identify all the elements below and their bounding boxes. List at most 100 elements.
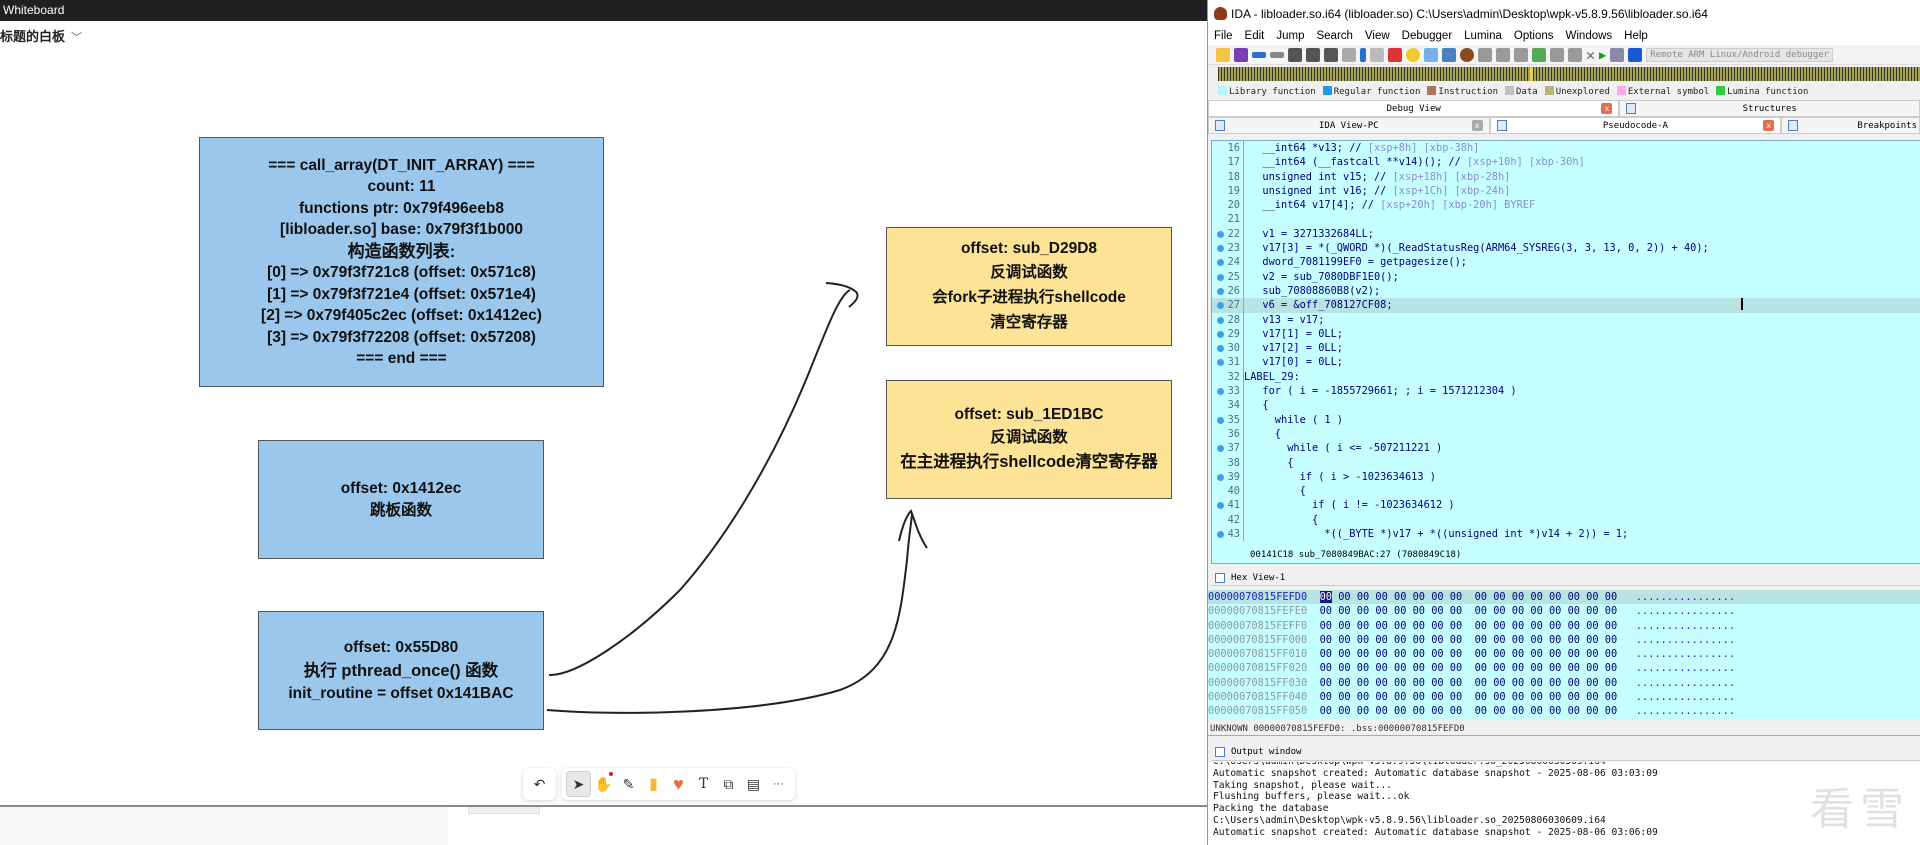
navigation-band[interactable] — [1208, 65, 1920, 83]
code-line[interactable]: 31 v17[0] = 0LL; — [1212, 355, 1920, 370]
init-array-box[interactable]: === call_array(DT_INIT_ARRAY) === count:… — [199, 137, 604, 387]
add-struct-icon[interactable] — [1478, 47, 1492, 62]
pthread-once-box[interactable]: offset: 0x55D80 执行 pthread_once() 函数 ini… — [258, 611, 544, 730]
code-line[interactable]: 36 { — [1212, 426, 1920, 442]
code-line[interactable]: 16 __int64 *v13; // [xsp+8h] [xbp-38h] — [1212, 141, 1920, 156]
breakpoint-dot-icon[interactable] — [1217, 245, 1224, 253]
code-line[interactable]: 29 v17[1] = 0LL; — [1212, 326, 1920, 342]
breakpoint-dot-icon[interactable] — [1217, 330, 1224, 338]
hex-row[interactable]: 00000070815FF010 00 00 00 00 00 00 00 00… — [1208, 647, 1920, 661]
run-icon[interactable]: ▶ — [1599, 47, 1607, 62]
breakpoint-dot-icon[interactable] — [1217, 502, 1224, 510]
board-name[interactable]: 标题的白板 — [0, 29, 66, 44]
menu-help[interactable]: Help — [1624, 30, 1648, 42]
search-binary-icon[interactable] — [1288, 47, 1302, 62]
hex-row[interactable]: 00000070815FEFE0 00 00 00 00 00 00 00 00… — [1208, 604, 1920, 618]
edit-icon[interactable] — [1568, 47, 1582, 62]
menu-options[interactable]: Options — [1513, 30, 1554, 42]
breakpoint-dot-icon[interactable] — [1217, 316, 1224, 324]
anti-debug-fork-box[interactable]: offset: sub_D29D8 反调试函数 会fork子进程执行shellc… — [886, 227, 1172, 346]
breakpoint-dot-icon[interactable] — [1217, 230, 1224, 238]
search-text-icon[interactable] — [1306, 47, 1320, 62]
code-line[interactable]: 23 v17[3] = *(_QWORD *)(_ReadStatusReg(A… — [1212, 241, 1920, 256]
menu-search[interactable]: Search — [1316, 30, 1353, 42]
forward-icon[interactable] — [1270, 51, 1284, 58]
nav-strip[interactable] — [1218, 67, 1920, 81]
breakpoint-dot-icon[interactable] — [1217, 359, 1224, 367]
connector-tool-icon[interactable]: ⧉ — [723, 775, 734, 792]
breakpoint-dot-icon[interactable] — [1217, 259, 1224, 267]
code-line[interactable]: 22 v1 = 3271332684LL; — [1212, 226, 1920, 242]
menu-lumina[interactable]: Lumina — [1464, 30, 1502, 42]
jump-down-icon[interactable] — [1360, 47, 1366, 62]
breakpoint-dot-icon[interactable] — [1217, 473, 1224, 481]
menu-view[interactable]: View — [1364, 30, 1390, 42]
code-line[interactable]: 20 __int64 v17[4]; // [xsp+20h] [xbp-20h… — [1212, 198, 1920, 213]
pen-tool-icon[interactable]: ✎ — [622, 775, 635, 792]
heart-shape-icon[interactable]: ♥ — [673, 773, 684, 794]
pseudocode-view[interactable]: 16 __int64 *v13; // [xsp+8h] [xbp-38h]17… — [1211, 140, 1920, 564]
add-script-icon[interactable] — [1532, 47, 1546, 62]
hex-row[interactable]: 00000070815FEFF0 00 00 00 00 00 00 00 00… — [1208, 619, 1920, 633]
close-icon[interactable]: x — [1763, 120, 1775, 131]
code-line[interactable]: 33 for ( i = -1855729661; ; i = 15712123… — [1212, 384, 1920, 399]
code-line[interactable]: 34 { — [1212, 398, 1920, 413]
code-line[interactable]: 17 __int64 (__fastcall **v14)(); // [xsp… — [1212, 155, 1920, 170]
breakpoint-dot-icon[interactable] — [1217, 531, 1224, 539]
hex-icon[interactable] — [1442, 47, 1456, 62]
hex-row[interactable]: 00000070815FF040 00 00 00 00 00 00 00 00… — [1208, 690, 1920, 704]
breakpoint-dot-icon[interactable] — [1217, 287, 1224, 295]
trampoline-box[interactable]: offset: 0x1412ec 跳板函数 — [258, 440, 544, 559]
hex-view[interactable]: 00000070815FEFD0 00 00 00 00 00 00 00 00… — [1208, 590, 1920, 720]
code-line[interactable]: 37 while ( i <= -507211221 ) — [1212, 441, 1920, 456]
sticky-note-icon[interactable]: ▮ — [649, 776, 658, 793]
output-window-title[interactable]: Output window — [1211, 744, 1920, 761]
code-line[interactable]: 28 v13 = v17; — [1212, 312, 1920, 327]
breakpoint-dot-icon[interactable] — [1217, 302, 1224, 310]
code-line[interactable]: 27 v6 = &off_708127CF08; — [1212, 298, 1920, 313]
save-icon[interactable] — [1234, 47, 1248, 62]
menu-edit[interactable]: Edit — [1244, 30, 1265, 42]
menu-file[interactable]: File — [1214, 30, 1233, 42]
close-icon[interactable]: x — [1601, 103, 1613, 114]
code-line[interactable]: 40 { — [1212, 484, 1920, 499]
delete-icon[interactable]: ✕ — [1586, 45, 1596, 64]
breakpoint-dot-icon[interactable] — [1217, 445, 1224, 453]
code-line[interactable]: 30 v17[2] = 0LL; — [1212, 341, 1920, 356]
code-line[interactable]: 24 dword_7081199EF0 = getpagesize(); — [1212, 255, 1920, 270]
lumina-icon[interactable] — [1406, 47, 1420, 62]
graph-icon[interactable] — [1370, 47, 1384, 62]
menu-windows[interactable]: Windows — [1565, 30, 1613, 42]
code-line[interactable]: 19 unsigned int v16; // [xsp+1Ch] [xbp-2… — [1212, 183, 1920, 199]
undo-icon[interactable]: ↶ — [533, 775, 546, 792]
text-tool-icon[interactable]: T — [698, 776, 709, 792]
search-imm-icon[interactable] — [1324, 47, 1338, 62]
tab-structures[interactable]: Structures — [1619, 100, 1920, 117]
breakpoint-dot-icon[interactable] — [1217, 345, 1224, 353]
code-line[interactable]: 18 unsigned int v15; // [xsp+18h] [xbp-2… — [1212, 169, 1920, 184]
hex-row[interactable]: 00000070815FF030 00 00 00 00 00 00 00 00… — [1208, 676, 1920, 690]
breakpoint-dot-icon[interactable] — [1217, 273, 1224, 281]
code-line[interactable]: 35 while ( 1 ) — [1212, 412, 1920, 427]
more-icon[interactable]: ··· — [773, 778, 784, 790]
hex-row[interactable]: 00000070815FF020 00 00 00 00 00 00 00 00… — [1208, 661, 1920, 675]
anti-debug-main-box[interactable]: offset: sub_1ED1BC 反调试函数 在主进程执行shellcode… — [886, 380, 1172, 499]
code-line[interactable]: 42 { — [1212, 512, 1920, 528]
tab-breakpoints[interactable]: Breakpoints — [1781, 117, 1920, 134]
code-line[interactable]: 41 if ( i != -1023634612 ) — [1212, 498, 1920, 513]
disasm-icon[interactable] — [1424, 47, 1438, 62]
hand-tool-icon[interactable]: ✋ — [591, 771, 616, 797]
debugger-select[interactable]: Remote ARM Linux/Android debugger — [1646, 47, 1834, 62]
breakpoint-dot-icon[interactable] — [1217, 388, 1224, 396]
add-type-icon[interactable] — [1514, 47, 1528, 62]
back-icon[interactable] — [1252, 51, 1266, 58]
stop-icon[interactable] — [1628, 47, 1643, 62]
code-line[interactable]: 39 if ( i > -1023634613 ) — [1212, 469, 1920, 485]
selected-byte[interactable]: 00 — [1319, 591, 1333, 603]
patch-icon[interactable] — [1550, 47, 1564, 62]
search-next-icon[interactable] — [1342, 47, 1356, 62]
hex-row[interactable]: 00000070815FF050 00 00 00 00 00 00 00 00… — [1208, 704, 1920, 718]
pause-icon[interactable] — [1610, 47, 1625, 62]
